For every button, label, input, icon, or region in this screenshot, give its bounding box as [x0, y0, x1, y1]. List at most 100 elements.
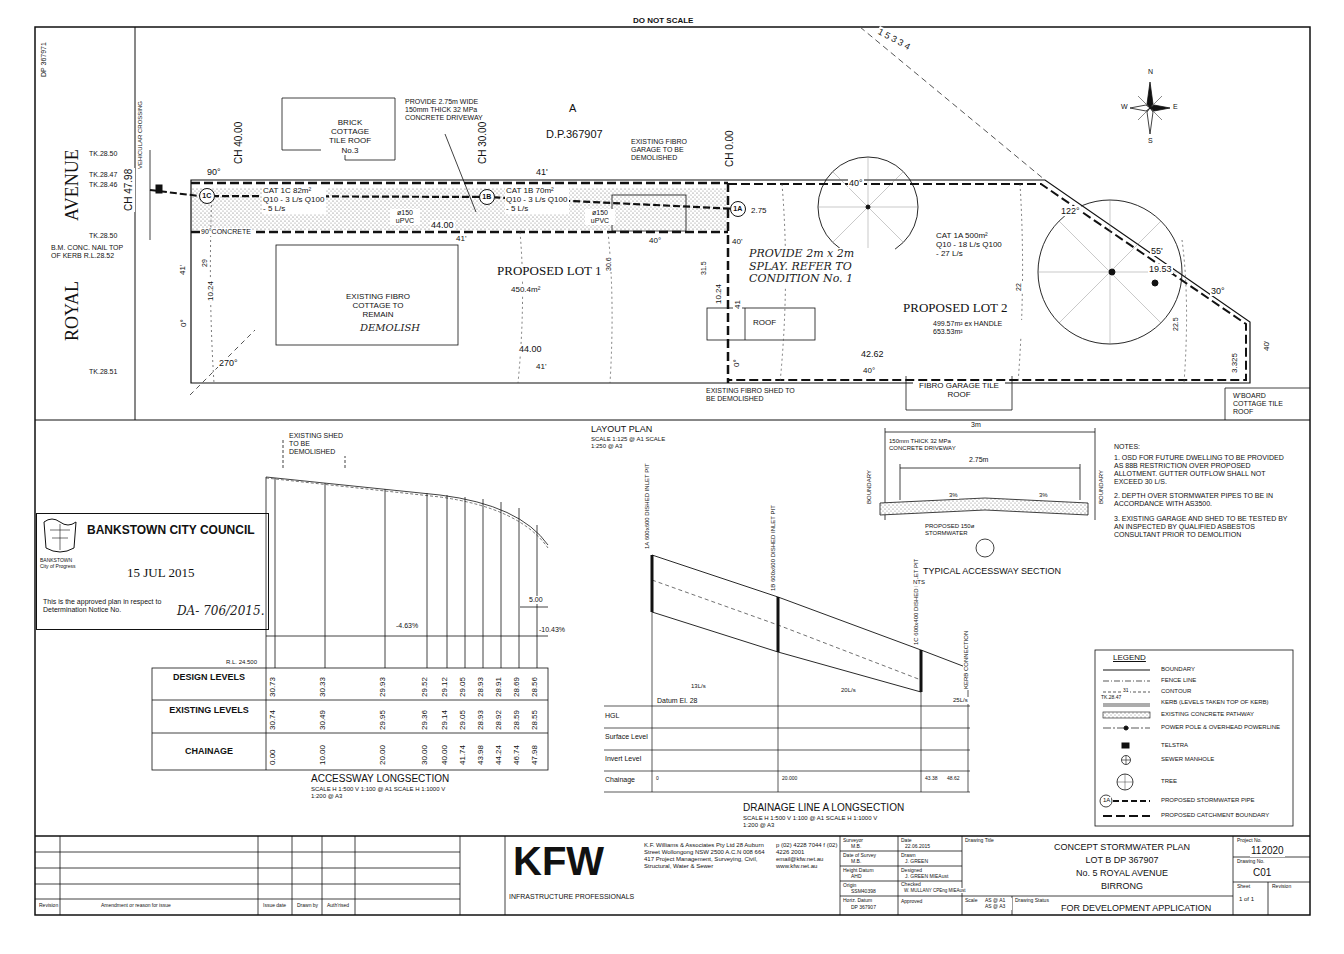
accessway-longsection [501, 502, 502, 668]
site-plan [1225, 388, 1310, 420]
accessway-longsection [266, 477, 267, 668]
drawing-label: 28.59 [512, 709, 521, 731]
site-plan [818, 157, 918, 257]
drawing-label: PROPOSED LOT 2 [902, 301, 1009, 316]
drawing-label: 122° [1060, 206, 1081, 216]
drawing-label: 31.5 [700, 260, 708, 276]
drawing-label: 47.98 [530, 744, 539, 766]
site-plan [1038, 200, 1182, 344]
pit-number: 1A [733, 205, 742, 213]
legend-samples [1103, 704, 1150, 705]
drawing-label: 30.00 [420, 744, 429, 766]
drawing-label: Amendment or reason for issue [100, 903, 172, 909]
site-plan [1182, 240, 1187, 383]
drawing-label: 28.91 [494, 676, 503, 698]
site-plan [156, 185, 162, 193]
legend-text: FENCE LINE [1160, 677, 1287, 684]
drawing-label: 10.24 [714, 283, 723, 305]
drawing-label: 19.53 [1148, 264, 1173, 274]
accessway-longsection [275, 478, 276, 668]
drawing-label: TK.28.50 [88, 150, 118, 158]
stormwater-pipe [215, 195, 479, 198]
drawing-label: KERB CONNECTION [963, 630, 970, 690]
drawing-label: DRAINAGE LINE A LONGSECTION [742, 802, 905, 814]
site-plan [276, 245, 458, 345]
drainage-longsection [777, 597, 780, 652]
accessway-section [900, 468, 1080, 469]
drawing-label: 2.75 [750, 206, 768, 215]
drawing-label: 29.95 [378, 709, 387, 731]
drawing-label: 28.55 [530, 709, 539, 731]
drawing-label: 48.62 [946, 776, 961, 782]
drainage-longsection [604, 706, 970, 707]
legend-text: EXISTING CONCRETE PATHWAY [1160, 711, 1287, 718]
drawing-label: INFRASTRUCTURE PROFESSIONALS [508, 893, 635, 901]
legend-text: SEWER MANHOLE [1160, 756, 1287, 763]
site-plan [728, 184, 1246, 380]
drawing-label: 13L/s [690, 683, 707, 690]
sheet-frame [35, 27, 1310, 915]
legend-samples [1103, 706, 1150, 707]
drawing-label: 29.05 [458, 709, 467, 731]
accessway-longsection [283, 440, 284, 470]
drawing-label: 41' [535, 167, 549, 177]
drawing-label: 41 [733, 299, 742, 310]
legend-text: BOUNDARY [1160, 666, 1287, 673]
drawing-label: 5.00 [528, 596, 544, 604]
drawing-label: ACCESSWAY LONGSECTION [310, 773, 450, 785]
drawing-label: 43.98 [476, 744, 485, 766]
legend-text: PROPOSED STORMWATER PIPE [1160, 797, 1287, 804]
drawing-label: Surveyor [842, 838, 864, 844]
accessway-section [880, 428, 1095, 557]
drawing-label: DEMOLISH [359, 322, 421, 334]
site-plan [150, 150, 151, 240]
drawing-label: EXISTING FIBRO COTTAGE TO REMAIN [335, 292, 421, 320]
drawing-label: 3% [1038, 492, 1049, 499]
drawing-label: 10.24 [206, 280, 215, 302]
drawing-label: TK.28.51 [88, 368, 118, 376]
accessway-longsection [152, 440, 548, 770]
council-logo [44, 519, 76, 552]
site-plan [1147, 108, 1153, 134]
drawing-label: 1A 600x600 DISHED INLET PIT [644, 462, 651, 550]
drainage-longsection [604, 792, 970, 793]
drawing-label: 41' [455, 234, 467, 243]
drawing-label: BRICK COTTAGE TILE ROOF No.3 [321, 118, 379, 155]
site-plan [210, 184, 1186, 383]
drawing-label: 55' [1150, 246, 1164, 256]
drawing-label: Chainage [604, 776, 636, 784]
drawing-label: TK.28.47 [1100, 695, 1122, 701]
title-block [60, 836, 61, 915]
drawing-label: 22.06.2015 [904, 844, 931, 850]
accessway-section [976, 539, 994, 557]
drawing-label: A [568, 102, 577, 115]
drawing-label: 30.49 [318, 709, 327, 731]
legend-samples [1113, 800, 1150, 802]
legend-samples [1122, 743, 1129, 748]
drawing-label: AS @ A1 AS @ A3 [984, 898, 1012, 910]
legend-text: KERB (LEVELS TAKEN TOP OF KERB) [1160, 699, 1287, 706]
drawing-label: C01 [1252, 867, 1272, 879]
legend-samples [1117, 774, 1133, 790]
title-block [292, 836, 293, 915]
drawing-label: CHAINAGE [184, 746, 234, 756]
drawing-label: 90°CONCRETE [200, 228, 252, 236]
drawing-label: FOR DEVELOPMENT APPLICATION [1060, 903, 1212, 913]
drawing-label: Issue date [262, 903, 287, 909]
drainage-longsection [652, 612, 921, 692]
drawing-label: 41' [178, 264, 187, 276]
drawing-label: N [1147, 68, 1154, 76]
site-plan [612, 195, 686, 231]
drainage-longsection [652, 555, 968, 668]
drawing-label: 28.93 [476, 709, 485, 731]
site-plan [1147, 82, 1153, 108]
drawing-label: 0 [655, 776, 660, 782]
sheet-frame [35, 27, 1310, 915]
drawing-label: BOUNDARY [866, 469, 873, 505]
drawing-label: Scale [964, 898, 979, 904]
drainage-longsection [921, 692, 922, 792]
site-plan [1130, 82, 1170, 134]
drawing-label: 1A [1102, 797, 1111, 804]
drawing-label: Drawn by [296, 903, 319, 909]
